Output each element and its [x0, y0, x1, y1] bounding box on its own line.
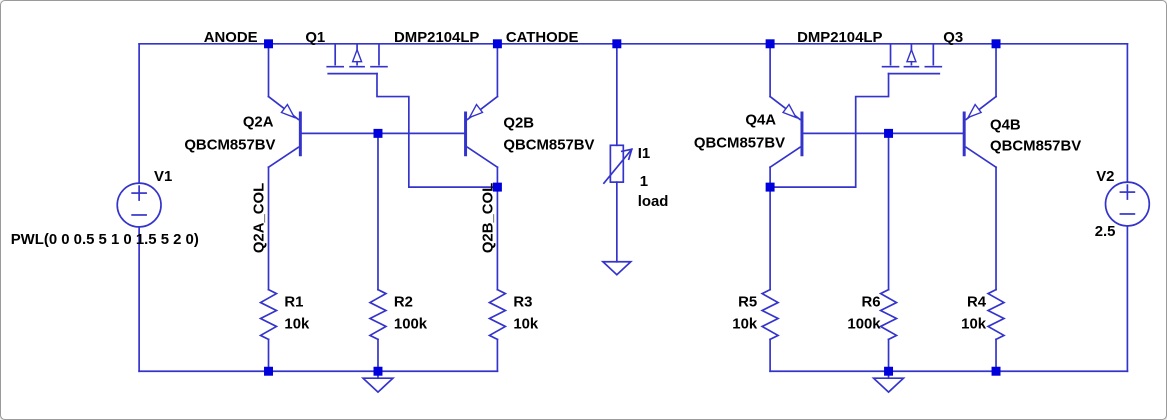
q4b-collector — [964, 146, 998, 169]
voltage-source-v2[interactable]: V2 2.5 — [1095, 168, 1151, 240]
net-label-q2a-col[interactable]: Q2A_COL — [251, 183, 268, 253]
i1-arrow-shaft — [602, 148, 633, 185]
junction-i1-top — [612, 39, 622, 49]
v2-ref-label: V2 — [1096, 168, 1114, 185]
q1-body-arrow-icon — [351, 47, 363, 63]
resistor-r5[interactable]: R5 10k — [732, 288, 780, 341]
q2a-ref-label: Q2A — [243, 113, 274, 130]
q4b-model-label: QBCM857BV — [990, 137, 1081, 154]
r6-ref-label: R6 — [862, 294, 881, 311]
junction-q4b-top — [991, 39, 1001, 49]
net-label-cathode[interactable]: CATHODE — [506, 29, 579, 46]
junction-cathode — [492, 39, 502, 49]
i1-body — [609, 144, 625, 183]
r3-ref-label: R3 — [513, 294, 532, 311]
q3-ref-label: Q3 — [943, 29, 963, 46]
transistor-q1-pmos[interactable]: Q1 DMP2104LP — [305, 29, 479, 75]
i1-value-label: 1 — [640, 173, 648, 190]
net-label-q2b-col[interactable]: Q2B_COL — [479, 183, 496, 253]
r3-zigzag — [487, 288, 508, 341]
junction-base-left — [373, 128, 383, 138]
v2-value-label: 2.5 — [1095, 223, 1116, 240]
r4-zigzag — [986, 288, 1006, 341]
r4-value-label: 10k — [961, 315, 987, 332]
net-labels: ANODE CATHODE Q2A_COL Q2B_COL — [204, 29, 579, 253]
resistor-r6[interactable]: R6 100k — [847, 288, 899, 341]
junction-gnd-right — [884, 366, 894, 376]
current-load-i1[interactable]: I1 1 load — [602, 144, 669, 210]
i1-desc-label: load — [638, 193, 669, 210]
r6-zigzag — [878, 288, 899, 341]
q4a-model-label: QBCM857BV — [694, 134, 785, 151]
v2-circle — [1104, 181, 1151, 227]
transistor-q4a-pnp[interactable]: Q4A QBCM857BV — [694, 95, 804, 169]
q1-ref-label: Q1 — [305, 29, 325, 46]
q2a-collector — [267, 146, 300, 169]
junction-q4a-top — [765, 39, 775, 49]
junction-q2b-col — [492, 182, 502, 192]
gnd-load-triangle-icon — [600, 260, 633, 276]
r1-ref-label: R1 — [284, 294, 303, 311]
junctions — [264, 39, 1001, 376]
net-label-anode[interactable]: ANODE — [204, 29, 258, 46]
r5-value-label: 10k — [732, 315, 758, 332]
voltage-source-v1[interactable]: V1 PWL(0 0 0.5 5 1 0 1.5 5 2 0) — [11, 168, 199, 248]
q4a-collector — [768, 146, 802, 169]
q2b-ref-label: Q2B — [503, 114, 534, 131]
wires — [138, 42, 1129, 373]
resistor-r1[interactable]: R1 10k — [258, 288, 310, 341]
q2b-emitter-arrow-icon — [468, 103, 484, 119]
r5-zigzag — [760, 288, 780, 341]
resistor-r3[interactable]: R3 10k — [487, 288, 539, 341]
q2b-collector — [466, 146, 499, 169]
junction-r4-bottom — [991, 366, 1001, 376]
i1-arrow-head-icon — [620, 148, 633, 161]
transistor-q2a-pnp[interactable]: Q2A QBCM857BV — [184, 95, 302, 169]
r4-ref-label: R4 — [967, 294, 987, 311]
q3-body-arrow-icon — [905, 47, 917, 63]
q3-model-label: DMP2104LP — [797, 29, 882, 46]
q2a-emitter-arrow-icon — [280, 103, 296, 119]
junction-anode — [264, 39, 273, 49]
r1-zigzag — [258, 288, 279, 341]
v1-circle — [116, 182, 162, 228]
v1-value-label: PWL(0 0 0.5 5 1 0 1.5 5 2 0) — [11, 231, 199, 248]
q1-model-label: DMP2104LP — [394, 29, 479, 46]
transistor-q2b-pnp[interactable]: Q2B QBCM857BV — [464, 95, 595, 169]
q4b-ref-label: Q4B — [990, 116, 1021, 133]
q4b-emitter-arrow-icon — [966, 103, 983, 119]
r3-value-label: 10k — [513, 315, 539, 332]
resistor-r2[interactable]: R2 100k — [368, 288, 428, 341]
r6-value-label: 100k — [847, 315, 881, 332]
wire-q3-gate — [769, 72, 890, 188]
r2-value-label: 100k — [394, 315, 428, 332]
q2a-model-label: QBCM857BV — [184, 136, 275, 153]
junction-r1-bottom — [264, 366, 273, 376]
i1-ref-label: I1 — [638, 145, 650, 162]
r1-value-label: 10k — [284, 315, 310, 332]
r2-zigzag — [368, 288, 388, 341]
resistor-r4[interactable]: R4 10k — [961, 288, 1006, 341]
q2b-model-label: QBCM857BV — [503, 136, 594, 153]
junction-base-right — [884, 128, 894, 138]
q4a-ref-label: Q4A — [745, 111, 776, 128]
v1-ref-label: V1 — [154, 168, 172, 185]
r5-ref-label: R5 — [738, 294, 757, 311]
gnd-right-triangle-icon — [871, 377, 906, 394]
gnd-left-triangle-icon — [360, 377, 396, 394]
ground-symbol-load[interactable] — [600, 260, 633, 276]
junction-gnd-left — [373, 366, 383, 376]
q4a-emitter-arrow-icon — [781, 103, 798, 119]
wire-q1-gate — [376, 72, 499, 188]
transistor-q4b-pnp[interactable]: Q4B QBCM857BV — [962, 95, 1081, 169]
junction-q4a-col — [765, 182, 775, 192]
transistor-q3-pmos[interactable]: DMP2104LP Q3 — [797, 29, 963, 75]
r2-ref-label: R2 — [394, 294, 413, 311]
